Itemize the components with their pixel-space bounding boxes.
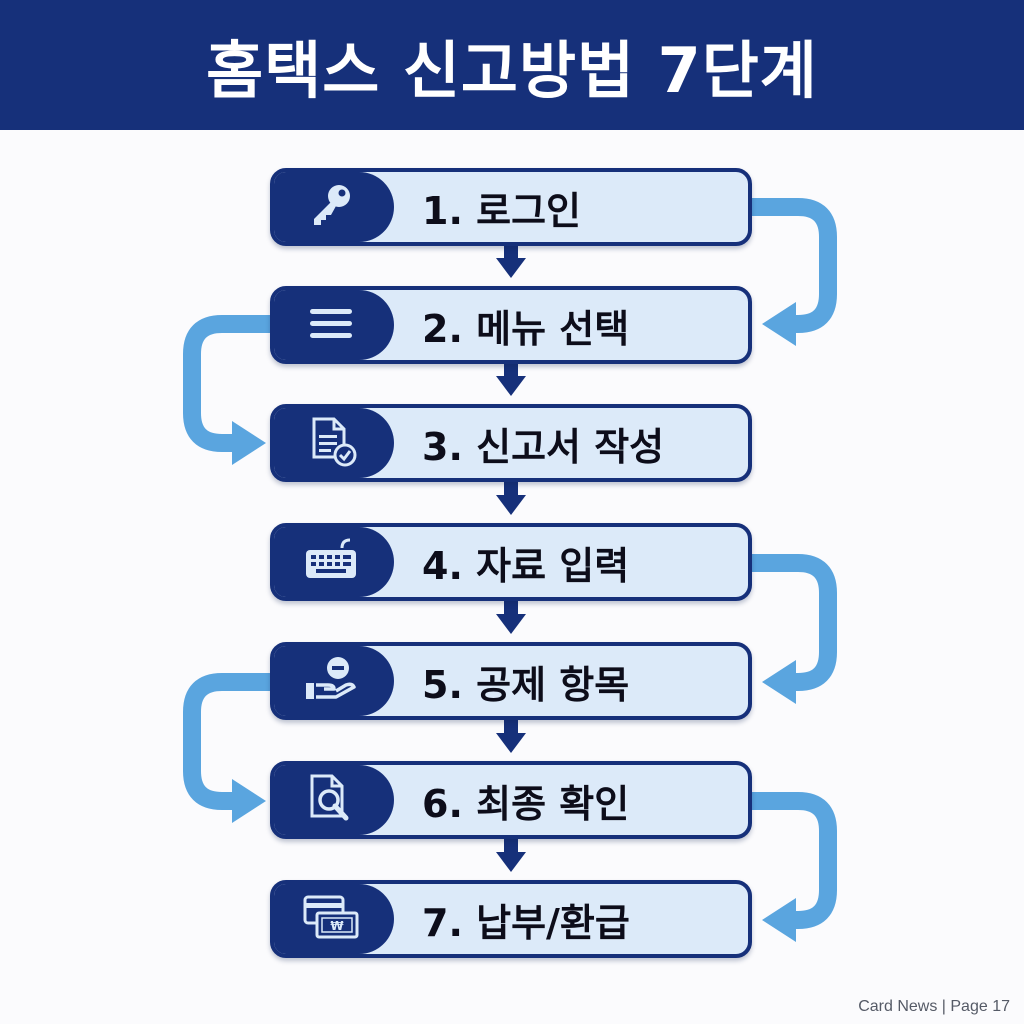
side-arrow-left bbox=[183, 315, 270, 452]
keyboard-icon bbox=[302, 534, 360, 590]
step-2-menu: 2. 메뉴 선택 bbox=[270, 286, 752, 364]
menu-icon bbox=[302, 297, 360, 353]
step-label: 4. 자료 입력 bbox=[422, 543, 630, 588]
step-label: 3. 신고서 작성 bbox=[422, 424, 665, 469]
step-4-data-entry: 4. 자료 입력 bbox=[270, 523, 752, 601]
step-label: 2. 메뉴 선택 bbox=[422, 306, 630, 351]
hand-deduction-icon bbox=[302, 653, 360, 709]
page-title: 홈택스 신고방법 7단계 bbox=[206, 34, 818, 107]
down-arrow bbox=[496, 719, 526, 753]
down-arrows bbox=[496, 244, 526, 872]
side-arrow-left bbox=[183, 673, 270, 810]
document-search-icon bbox=[302, 772, 360, 828]
step-label: 1. 로그인 bbox=[422, 188, 581, 233]
step-label: 5. 공제 항목 bbox=[422, 662, 630, 707]
step-1-login: 1. 로그인 bbox=[270, 168, 752, 246]
svg-text:₩: ₩ bbox=[330, 919, 344, 933]
arrowhead bbox=[762, 660, 796, 704]
payment-won-icon: ₩ bbox=[302, 891, 360, 947]
arrowhead bbox=[762, 302, 796, 346]
step-7-payment-refund: ₩ 7. 납부/환급 bbox=[270, 880, 752, 958]
step-3-write-form: 3. 신고서 작성 bbox=[270, 404, 752, 482]
footer-page-info: Card News | Page 17 bbox=[858, 998, 1010, 1015]
arrowhead bbox=[232, 421, 266, 465]
step-label: 7. 납부/환급 bbox=[422, 900, 630, 945]
step-label: 6. 최종 확인 bbox=[422, 781, 630, 826]
step-5-deductions: 5. 공제 항목 bbox=[270, 642, 752, 720]
down-arrow bbox=[496, 362, 526, 396]
side-arrow-right bbox=[752, 792, 837, 929]
side-arrow-right bbox=[752, 554, 837, 691]
key-icon bbox=[302, 179, 360, 235]
document-check-icon bbox=[302, 415, 360, 471]
side-arrow-right bbox=[752, 198, 837, 333]
arrowhead bbox=[762, 898, 796, 942]
arrowhead bbox=[232, 779, 266, 823]
down-arrow bbox=[496, 600, 526, 634]
down-arrow bbox=[496, 244, 526, 278]
down-arrow bbox=[496, 838, 526, 872]
title-banner: 홈택스 신고방법 7단계 bbox=[0, 0, 1024, 130]
down-arrow bbox=[496, 481, 526, 515]
step-6-final-check: 6. 최종 확인 bbox=[270, 761, 752, 839]
